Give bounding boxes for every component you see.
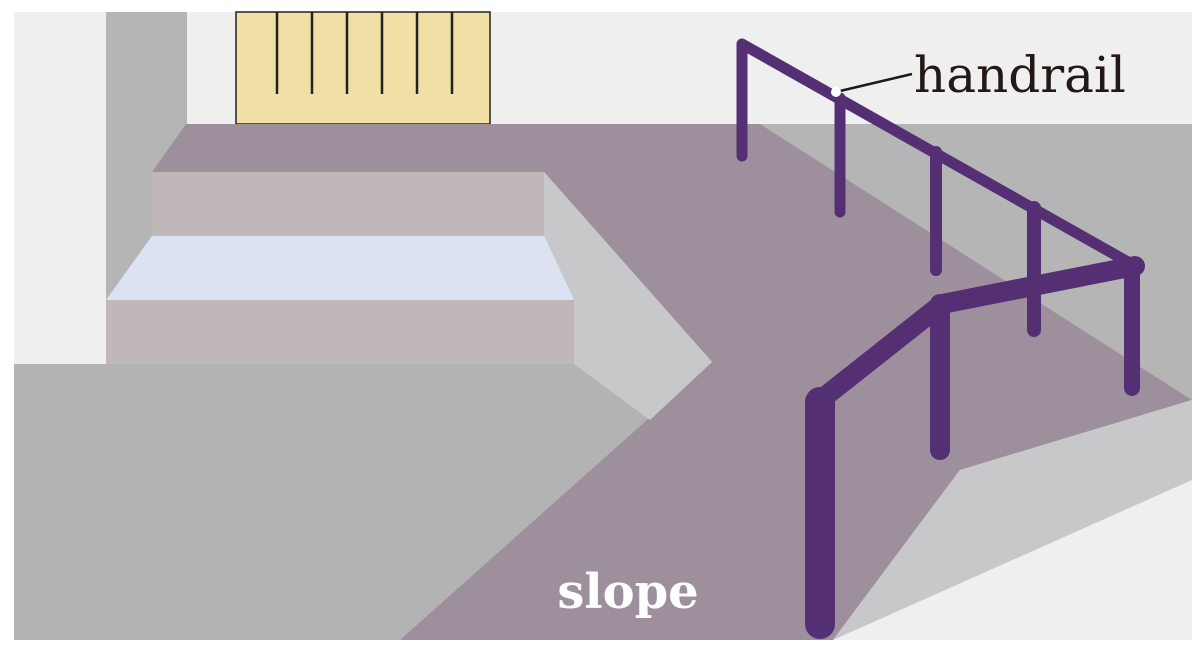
handrail-leader-line — [839, 72, 913, 93]
handrail-leader-dot — [831, 87, 841, 97]
step-tread — [106, 236, 574, 300]
step-riser-upper — [152, 172, 544, 236]
step-riser-lower — [106, 300, 574, 364]
ramp-side-face — [833, 400, 1192, 640]
ground — [14, 364, 690, 640]
stairs — [106, 172, 574, 364]
door — [235, 11, 491, 125]
handrail — [736, 38, 1145, 639]
slope-label: slope — [557, 564, 698, 620]
handrail-top-rail — [736, 38, 1141, 272]
handrail-label: handrail — [914, 46, 1126, 104]
stair-side-face — [544, 172, 712, 420]
